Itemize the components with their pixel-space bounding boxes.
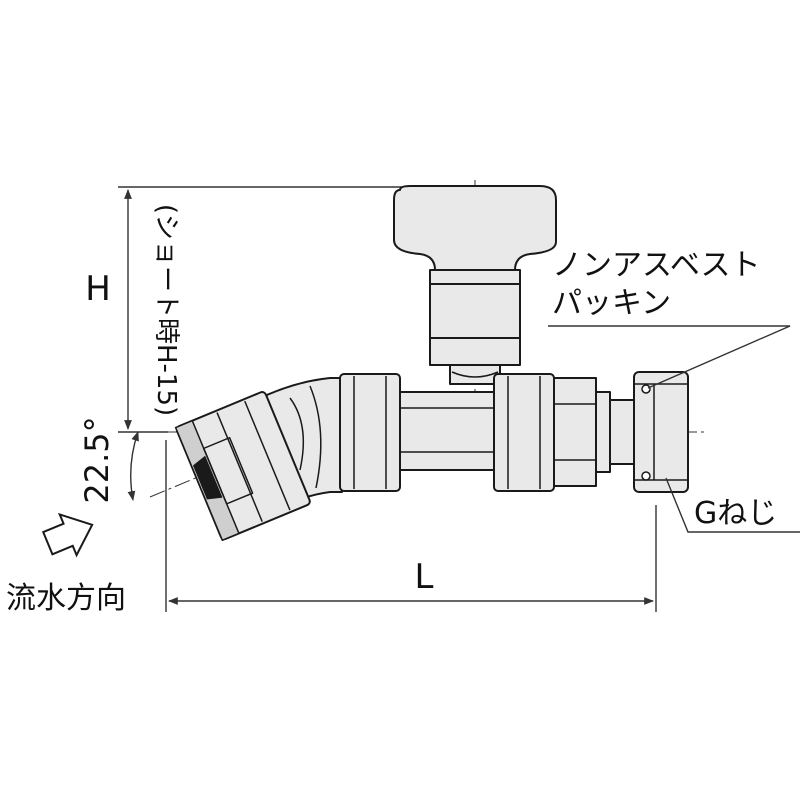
flow-arrow-icon xyxy=(41,512,94,558)
length-label: L xyxy=(415,557,434,597)
packing-bottom xyxy=(641,471,651,481)
hex-nut xyxy=(553,377,597,487)
thread-label: Gねじ xyxy=(694,496,777,531)
left-body-ring xyxy=(339,373,401,492)
collar xyxy=(595,391,611,473)
center-pipe xyxy=(399,391,497,471)
angle-arc xyxy=(127,431,139,501)
thread-leader xyxy=(665,477,800,533)
outlet-pipe xyxy=(609,399,637,465)
inlet-nut-group xyxy=(174,391,311,542)
flow-direction-label: 流水方向 xyxy=(6,581,126,616)
height-label: H xyxy=(85,269,111,309)
valve-body xyxy=(174,185,689,542)
right-body-ring xyxy=(493,373,555,492)
handle xyxy=(393,185,557,271)
leader-lines xyxy=(548,325,800,533)
packing-label-line2: パッキン xyxy=(552,286,671,321)
packing-top xyxy=(641,384,651,394)
packing-label-line1: ノンアスベスト xyxy=(552,248,761,283)
packing-leader xyxy=(548,325,791,389)
angle-label: 22.5° xyxy=(78,416,116,503)
height-note: (ショート時H-15) xyxy=(151,204,181,416)
